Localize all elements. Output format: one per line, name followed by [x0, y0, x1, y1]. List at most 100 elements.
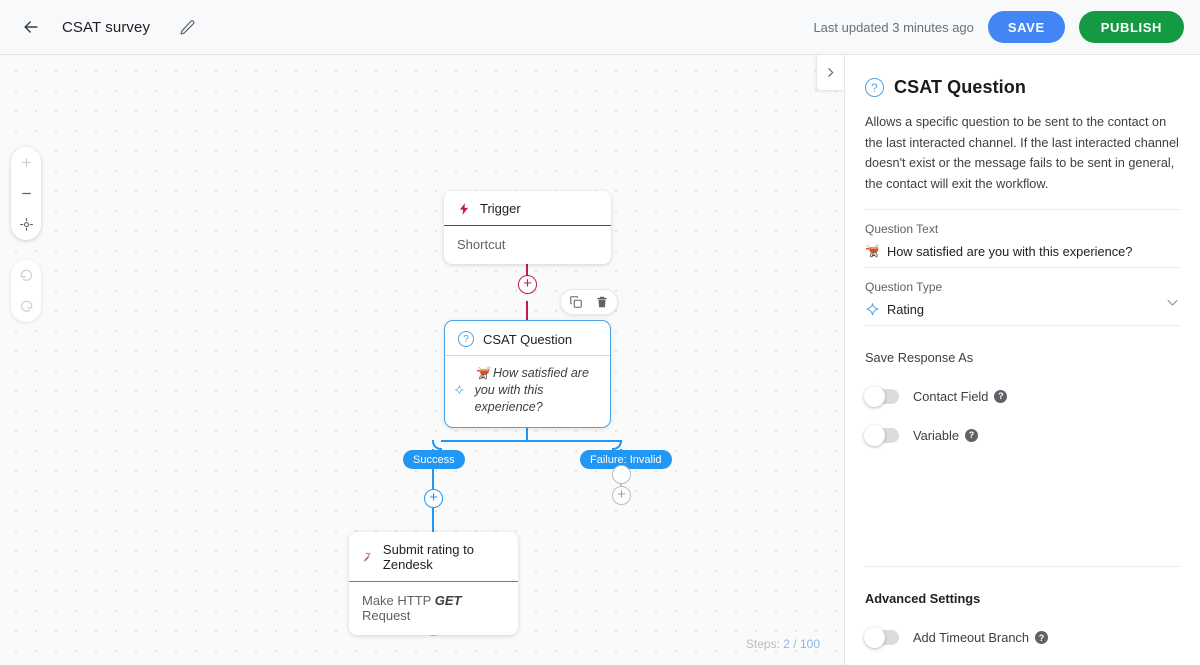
- node-zendesk-header: Submit rating to Zendesk: [349, 532, 518, 582]
- help-icon[interactable]: ?: [965, 428, 979, 442]
- main-body: + Success Failure: Invalid + +: [0, 55, 1200, 665]
- question-type-field[interactable]: Question Type Rating: [865, 268, 1180, 326]
- collapse-panel-button[interactable]: [816, 55, 844, 91]
- zendesk-icon: [363, 552, 371, 562]
- node-trigger-body: Shortcut: [457, 237, 506, 252]
- minus-icon: [21, 192, 31, 195]
- question-type-label: Question Type: [865, 279, 943, 294]
- variable-toggle[interactable]: [864, 424, 899, 446]
- save-response-label: Save Response As: [865, 349, 974, 365]
- top-bar: CSAT survey Last updated 3 minutes ago S…: [0, 0, 1200, 55]
- toggle-row-add-timeout-branch: Add Timeout Branch ?: [864, 627, 1180, 648]
- question-text-emoji: 🫕: [865, 244, 880, 259]
- toggle-knob: [864, 424, 885, 446]
- add-step-failure-branch-hidden: [612, 465, 631, 484]
- node-csat-emoji: 🫕: [474, 366, 490, 380]
- toggle-row-variable: Variable ?: [864, 424, 1180, 446]
- question-text-value-row: 🫕 How satisfied are you with this experi…: [865, 244, 1180, 259]
- delete-node-button[interactable]: [595, 295, 609, 309]
- pencil-icon: [180, 19, 195, 34]
- arrow-left-icon: [24, 21, 38, 33]
- redo-button[interactable]: [11, 291, 41, 322]
- edge-corner-right: [612, 440, 622, 450]
- question-type-dropdown-button[interactable]: [1165, 295, 1180, 317]
- variable-label: Variable: [913, 427, 960, 443]
- branch-label-failure[interactable]: Failure: Invalid: [580, 450, 672, 469]
- undo-button[interactable]: [11, 260, 41, 291]
- lightning-icon: [459, 202, 469, 215]
- node-submit-rating-zendesk[interactable]: Submit rating to Zendesk Make HTTP GET R…: [349, 532, 518, 635]
- redo-icon: [20, 300, 32, 312]
- publish-button[interactable]: PUBLISH: [1078, 11, 1184, 43]
- zoom-in-button[interactable]: [11, 147, 41, 178]
- question-circle-icon: ?: [865, 78, 884, 97]
- undo-icon: [20, 269, 32, 281]
- fit-to-screen-button[interactable]: [11, 209, 41, 240]
- toggle-knob: [864, 385, 885, 407]
- edge-branch-bar: [441, 440, 622, 442]
- node-trigger-title: Trigger: [480, 201, 521, 216]
- node-trigger[interactable]: Trigger Shortcut: [444, 191, 611, 264]
- edge-success-to-zendesk: [432, 508, 434, 534]
- advanced-settings-section: Advanced Settings Add Timeout Branch ?: [864, 566, 1180, 665]
- top-bar-actions: Last updated 3 minutes ago SAVE PUBLISH: [813, 11, 1184, 43]
- crosshair-icon: [19, 218, 33, 231]
- node-action-toolbar: [560, 289, 618, 315]
- add-step-success-branch[interactable]: +: [424, 489, 443, 508]
- toggle-row-contact-field: Contact Field ?: [864, 385, 1180, 407]
- steps-value: 2 / 100: [783, 637, 820, 651]
- node-csat-header: ? CSAT Question: [445, 321, 610, 356]
- workflow-title: CSAT survey: [62, 18, 151, 36]
- save-button[interactable]: SAVE: [987, 11, 1065, 43]
- edge-success-down: [432, 469, 434, 489]
- zoom-out-button[interactable]: [11, 178, 41, 209]
- plus-icon: [21, 158, 31, 167]
- question-type-value: Rating: [887, 301, 924, 317]
- edit-title-button[interactable]: [172, 12, 202, 42]
- zoom-controls: [11, 147, 41, 240]
- help-icon[interactable]: ?: [1034, 631, 1048, 644]
- steps-label: Steps:: [745, 637, 780, 651]
- back-button[interactable]: [14, 10, 48, 44]
- branch-label-success[interactable]: Success: [403, 450, 465, 469]
- edge-corner-left: [432, 440, 442, 450]
- node-trigger-header: Trigger: [444, 191, 611, 226]
- question-circle-icon: ?: [458, 331, 474, 347]
- panel-description: Allows a specific question to be sent to…: [865, 112, 1180, 210]
- node-csat-body: 🫕 How satisfied are you with this experi…: [445, 356, 610, 427]
- node-csat-question-value: How satisfied are you with this experien…: [474, 366, 589, 414]
- add-step-after-trigger[interactable]: +: [518, 275, 537, 294]
- chevron-down-icon: [1167, 299, 1178, 306]
- node-zendesk-http-verb: GET: [434, 593, 462, 608]
- sparkle-icon: [455, 385, 464, 395]
- history-controls: [11, 260, 41, 322]
- question-text-label: Question Text: [865, 221, 939, 236]
- steps-counter: Steps: 2 / 100: [746, 637, 820, 651]
- duplicate-node-button[interactable]: [569, 295, 583, 309]
- add-step-failure-branch[interactable]: +: [612, 486, 631, 505]
- contact-field-toggle[interactable]: [864, 385, 899, 407]
- node-zendesk-body-prefix: Make HTTP: [362, 593, 432, 608]
- last-updated-text: Last updated 3 minutes ago: [813, 19, 974, 35]
- copy-icon: [570, 296, 582, 308]
- toggle-knob: [864, 627, 885, 648]
- question-text-field[interactable]: Question Text 🫕 How satisfied are you wi…: [865, 210, 1180, 268]
- panel-header: ? CSAT Question: [865, 77, 1180, 98]
- edge-plus-to-csat: [526, 301, 528, 322]
- flow-canvas[interactable]: + Success Failure: Invalid + +: [0, 55, 845, 665]
- trash-icon: [597, 296, 607, 308]
- contact-field-label: Contact Field: [913, 388, 989, 404]
- question-type-value-row: Rating: [865, 302, 1165, 317]
- add-timeout-branch-label: Add Timeout Branch: [913, 630, 1029, 645]
- node-csat-question[interactable]: ? CSAT Question 🫕 How satisfied are you …: [444, 320, 611, 428]
- help-icon[interactable]: ?: [994, 389, 1008, 403]
- node-csat-title: CSAT Question: [483, 331, 573, 347]
- sparkle-icon: [866, 302, 879, 316]
- contact-field-label-group: Contact Field ?: [913, 388, 1008, 404]
- variable-label-group: Variable ?: [913, 427, 979, 443]
- add-timeout-branch-toggle[interactable]: [864, 627, 899, 648]
- node-zendesk-body-suffix: Request: [362, 608, 411, 623]
- properties-panel: ? CSAT Question Allows a specific questi…: [845, 55, 1200, 665]
- panel-title-text: CSAT Question: [894, 77, 1026, 97]
